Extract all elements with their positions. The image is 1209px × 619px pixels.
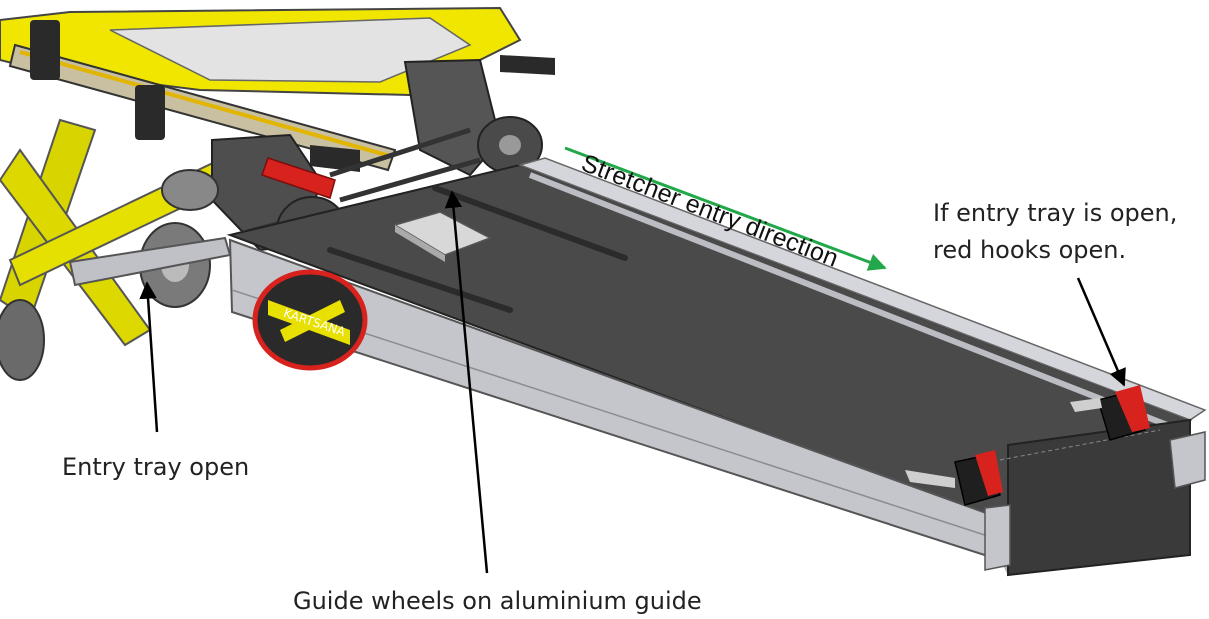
tray-open-label: Entry tray open [62, 453, 250, 481]
hooks-label: If entry tray is open, red hooks open. [933, 195, 1177, 269]
red-hook-front [905, 450, 1003, 506]
red-hook-back [1070, 385, 1150, 441]
guide-pointer-arrow [444, 190, 489, 574]
entry-tray [226, 157, 1207, 577]
hooks-pointer-arrow [1076, 277, 1126, 387]
hooks-label-line1: If entry tray is open, [933, 199, 1178, 227]
hooks-label-line2: red hooks open. [933, 236, 1127, 264]
tray-pointer-arrow [139, 281, 159, 433]
guide-wheels-label: Guide wheels on aluminium guide [293, 587, 702, 615]
entry-direction-arrow [564, 146, 887, 271]
brand-logo: KARTSANA [252, 269, 368, 371]
